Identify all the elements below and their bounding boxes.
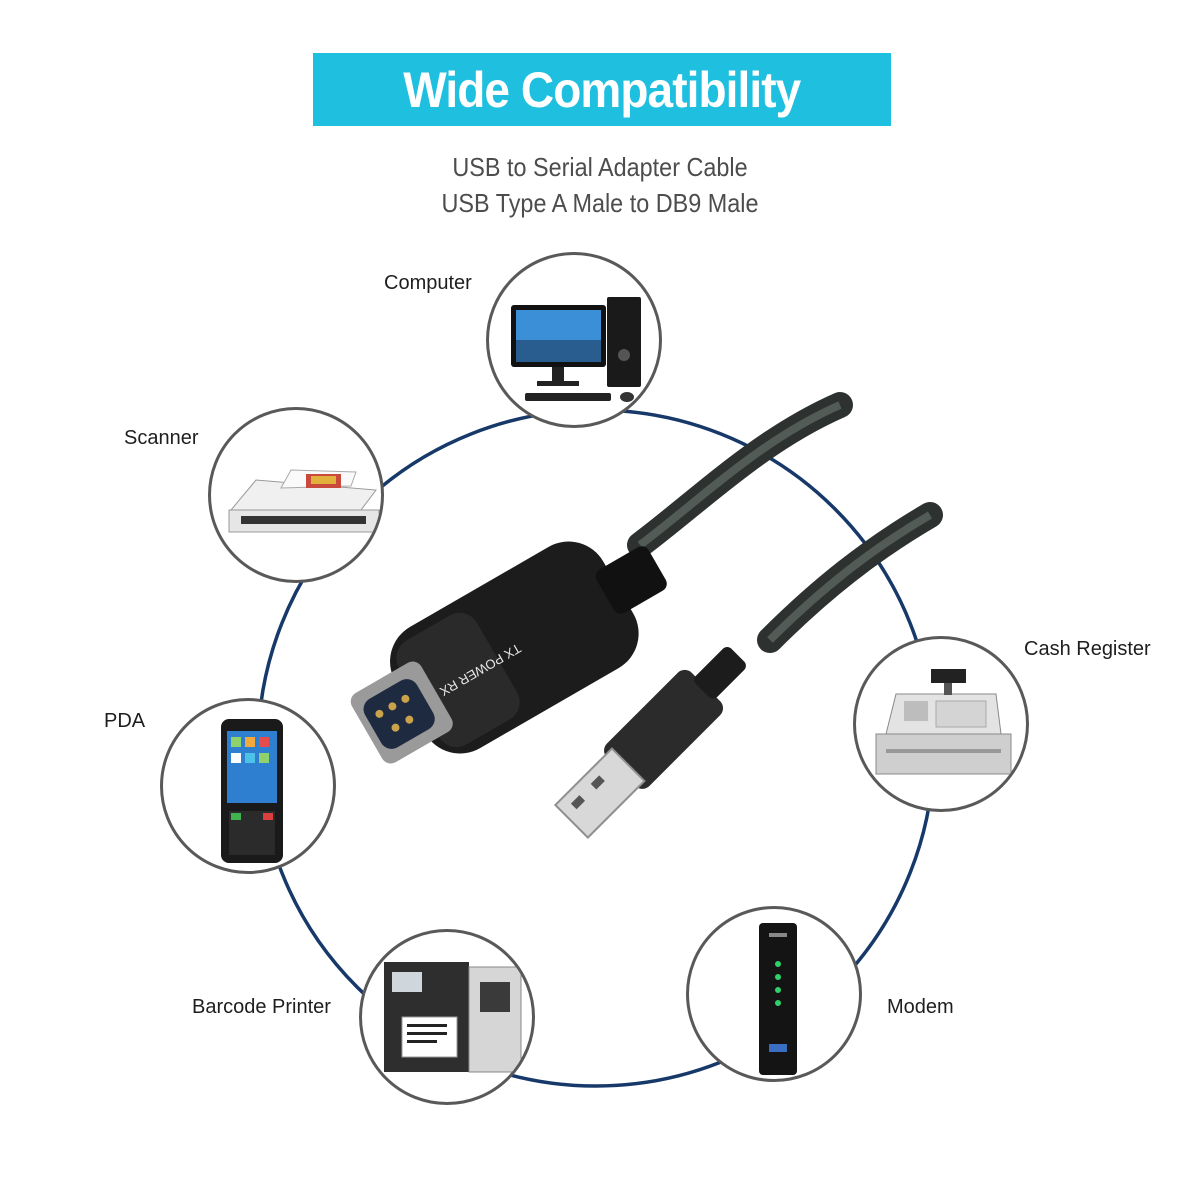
scanner-device <box>208 407 384 583</box>
computer-device <box>486 252 662 428</box>
page-title: Wide Compatibility <box>403 61 801 118</box>
label-cash-register: Cash Register <box>1024 638 1151 660</box>
title-banner: Wide Compatibility <box>313 53 891 126</box>
desktop-computer-icon <box>511 297 641 402</box>
cash-register-device <box>853 636 1029 812</box>
flatbed-scanner-icon <box>228 469 380 533</box>
modem-device <box>686 906 862 1082</box>
handheld-pda-icon <box>221 719 283 863</box>
pda-device <box>160 698 336 874</box>
label-modem: Modem <box>887 996 954 1018</box>
subtitle-line-1: USB to Serial Adapter Cable <box>452 152 748 182</box>
barcode-printer-device <box>359 929 535 1105</box>
label-printer-icon <box>384 962 522 1073</box>
label-pda: PDA <box>104 710 146 732</box>
subtitle-line-2: USB Type A Male to DB9 Male <box>441 188 759 218</box>
label-scanner: Scanner <box>124 427 199 449</box>
label-computer: Computer <box>384 272 472 294</box>
label-barcode-printer: Barcode Printer <box>192 996 331 1018</box>
cash-register-icon <box>875 669 1012 775</box>
cable-modem-icon <box>759 923 797 1075</box>
